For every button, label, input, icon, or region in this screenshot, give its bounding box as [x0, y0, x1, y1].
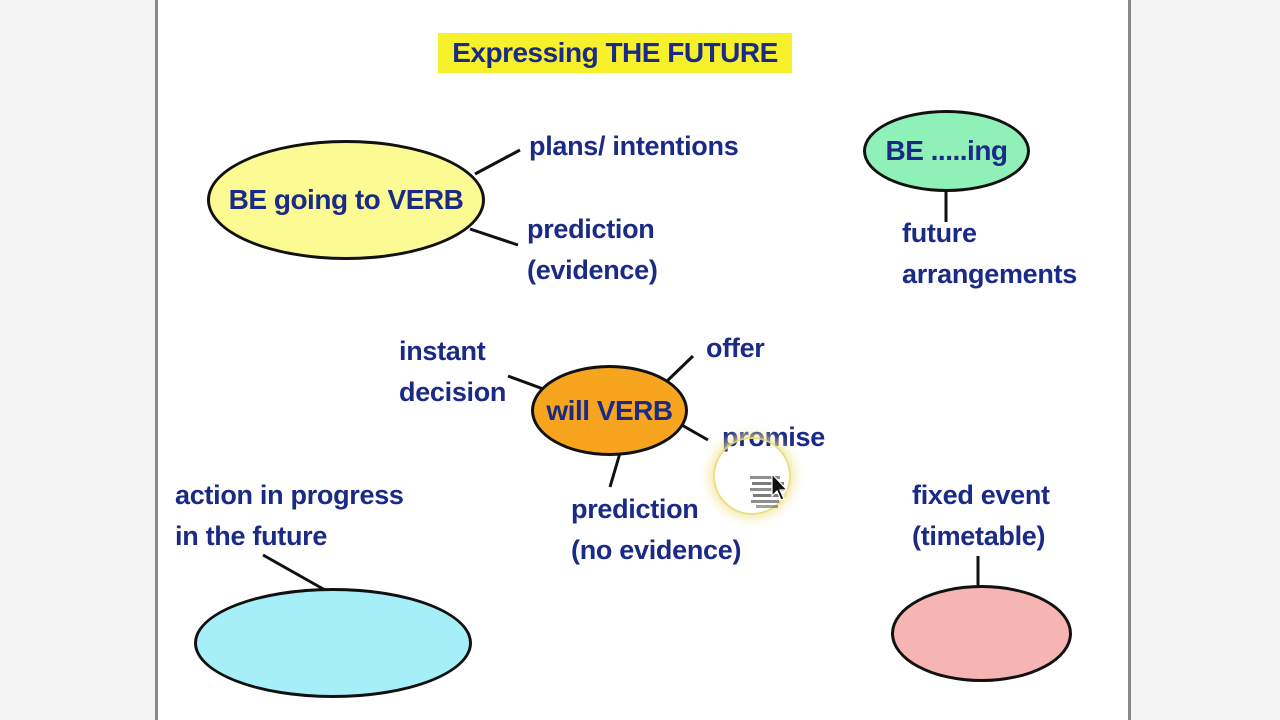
- connector-will-promise: [679, 422, 709, 442]
- label-action-in-progress-line1: action in progress: [175, 480, 404, 510]
- label-fixed-event-line1: fixed event: [912, 480, 1050, 510]
- slide-title: Expressing THE FUTURE: [438, 33, 792, 73]
- node-be-going-to-verb-label: BE going to VERB: [228, 184, 464, 215]
- label-fixed-event-line2: (timetable): [912, 521, 1046, 551]
- label-prediction-evidence-line2: (evidence): [527, 255, 658, 285]
- label-prediction-evidence: prediction (evidence): [527, 209, 658, 291]
- node-be-going-to-verb: BE going to VERB: [207, 140, 485, 260]
- connector-going-to-plans: [474, 148, 521, 176]
- label-future-arrangements: future arrangements: [902, 213, 1077, 295]
- cursor-highlight: [713, 437, 791, 515]
- node-fixed-event: [891, 585, 1072, 682]
- label-plans-intentions: plans/ intentions: [529, 131, 739, 161]
- label-prediction-no-evidence-line1: prediction: [571, 494, 699, 524]
- node-will-verb: will VERB: [531, 365, 688, 456]
- connector-will-offer: [663, 354, 695, 385]
- label-instant-decision-line2: decision: [399, 377, 507, 407]
- node-be-ing-label: BE .....ing: [885, 135, 1008, 166]
- connector-going-to-prediction: [469, 227, 519, 247]
- label-prediction-no-evidence-line2: (no evidence): [571, 535, 742, 565]
- label-future-arrangements-line2: arrangements: [902, 259, 1077, 289]
- label-action-in-progress-line2: in the future: [175, 521, 328, 551]
- connector-progress-label: [262, 553, 326, 592]
- node-be-ing: BE .....ing: [863, 110, 1030, 192]
- mouse-pointer-icon: [750, 472, 789, 508]
- connector-will-prediction: [608, 452, 622, 488]
- label-offer: offer: [706, 333, 765, 363]
- label-prediction-evidence-line1: prediction: [527, 214, 655, 244]
- label-fixed-event: fixed event (timetable): [912, 475, 1050, 557]
- node-action-in-progress: [194, 588, 472, 698]
- node-will-verb-label: will VERB: [546, 394, 673, 426]
- label-future-arrangements-line1: future: [902, 218, 977, 248]
- label-instant-decision: instant decision: [399, 331, 506, 413]
- label-action-in-progress: action in progress in the future: [175, 475, 404, 557]
- label-prediction-no-evidence: prediction (no evidence): [571, 489, 741, 571]
- label-instant-decision-line1: instant: [399, 336, 486, 366]
